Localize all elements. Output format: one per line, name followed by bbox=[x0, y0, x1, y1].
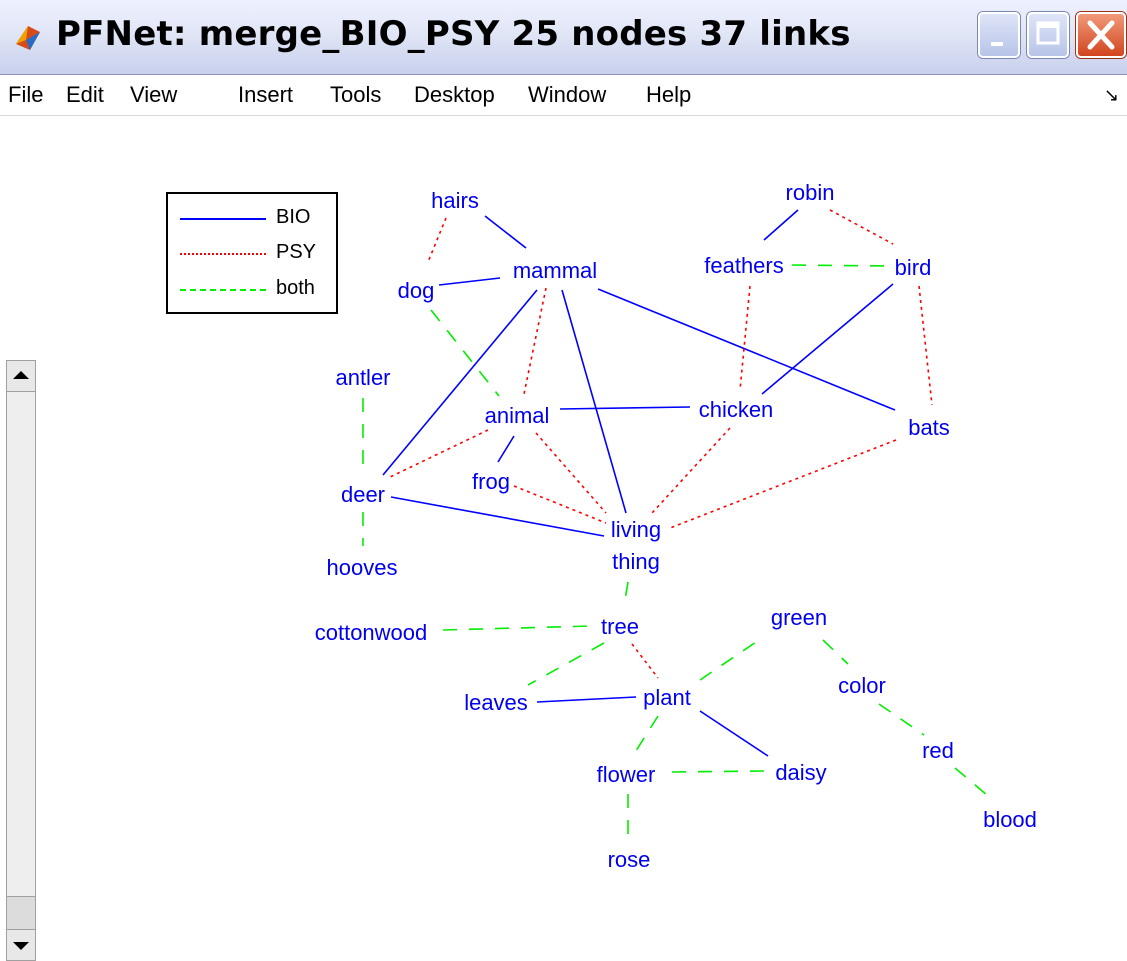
link-hairs-dog bbox=[427, 217, 447, 263]
legend-line-psy bbox=[180, 253, 266, 255]
maximize-icon bbox=[1036, 21, 1060, 45]
vertical-scrollbar[interactable] bbox=[6, 360, 36, 961]
link-animal-chicken bbox=[559, 406, 691, 410]
link-tree-plant bbox=[631, 643, 659, 679]
link-mammal-animal bbox=[523, 287, 547, 395]
link-chicken-living bbox=[651, 427, 731, 514]
menu-view[interactable]: View bbox=[130, 82, 178, 107]
link-leaves-plant bbox=[536, 696, 637, 703]
node-color[interactable]: color bbox=[838, 673, 886, 698]
node-thing[interactable]: thing bbox=[612, 549, 660, 574]
close-icon bbox=[1087, 20, 1115, 50]
node-dog[interactable]: dog bbox=[398, 278, 435, 303]
link-dog-mammal bbox=[438, 277, 501, 286]
minimize-button[interactable] bbox=[978, 12, 1020, 58]
node-chicken[interactable]: chicken bbox=[699, 397, 774, 422]
node-frog[interactable]: frog bbox=[472, 469, 510, 494]
link-bats-living bbox=[669, 439, 897, 529]
legend-label-both: both bbox=[276, 277, 315, 299]
link-flower-daisy bbox=[671, 770, 765, 773]
scroll-down-button[interactable] bbox=[7, 929, 35, 960]
scroll-thumb[interactable] bbox=[7, 896, 35, 930]
network-graph[interactable]: hairs mammal dog robin feathers bird antler ani… bbox=[0, 116, 1127, 961]
legend-label-bio: BIO bbox=[276, 206, 311, 228]
link-green-color bbox=[822, 639, 849, 665]
menu-bar: File Edit View Insert Tools Desktop Wind… bbox=[0, 75, 1127, 116]
legend-row-both: both bbox=[180, 277, 330, 303]
link-mammal-deer bbox=[382, 289, 538, 476]
dock-arrow-icon[interactable]: ↘ bbox=[1103, 85, 1119, 105]
node-green[interactable]: green bbox=[771, 605, 827, 630]
arrow-down-icon bbox=[13, 942, 29, 950]
link-feathers-chicken bbox=[739, 285, 751, 391]
node-tree[interactable]: tree bbox=[601, 614, 639, 639]
node-robin[interactable]: robin bbox=[786, 180, 835, 205]
link-plant-green bbox=[699, 637, 763, 681]
node-antler[interactable]: antler bbox=[335, 365, 390, 390]
node-feathers[interactable]: feathers bbox=[704, 253, 784, 278]
window-title: PFNet: merge_BIO_PSY 25 nodes 37 links bbox=[56, 14, 851, 54]
node-plant[interactable]: plant bbox=[643, 685, 691, 710]
link-bird-bats bbox=[918, 285, 933, 406]
menu-insert[interactable]: Insert bbox=[238, 82, 294, 107]
link-robin-feathers bbox=[763, 209, 799, 241]
link-animal-living bbox=[535, 432, 607, 514]
link-thing-tree bbox=[623, 581, 629, 607]
node-red[interactable]: red bbox=[922, 738, 954, 763]
link-animal-frog bbox=[497, 435, 515, 463]
link-dog-animal bbox=[430, 309, 500, 397]
link-bird-chicken bbox=[761, 283, 894, 395]
legend-line-both bbox=[180, 289, 266, 291]
legend-label-psy: PSY bbox=[276, 241, 317, 263]
node-daisy[interactable]: daisy bbox=[775, 760, 826, 785]
menu-file[interactable]: File bbox=[8, 82, 44, 107]
menu-desktop[interactable]: Desktop bbox=[414, 82, 495, 107]
link-deer-living bbox=[390, 496, 605, 537]
link-robin-bird bbox=[829, 209, 894, 245]
link-mammal-living bbox=[561, 289, 627, 514]
link-mammal-bats bbox=[597, 288, 896, 411]
legend[interactable]: BIO PSY both bbox=[166, 192, 338, 314]
matlab-logo-icon bbox=[16, 26, 40, 50]
menu-tools[interactable]: Tools bbox=[330, 82, 382, 107]
link-feathers-bird bbox=[791, 264, 891, 267]
node-blood[interactable]: blood bbox=[983, 807, 1037, 832]
node-hooves[interactable]: hooves bbox=[327, 555, 398, 580]
link-plant-daisy bbox=[699, 710, 769, 757]
minimize-icon bbox=[991, 42, 1003, 46]
link-cottonwood-tree bbox=[442, 625, 593, 631]
link-hairs-mammal bbox=[484, 215, 527, 249]
menu-help[interactable]: Help bbox=[646, 82, 692, 107]
link-tree-leaves bbox=[527, 642, 605, 686]
node-living[interactable]: living bbox=[611, 517, 661, 542]
node-flower[interactable]: flower bbox=[597, 762, 656, 787]
node-bats[interactable]: bats bbox=[908, 415, 950, 440]
node-mammal[interactable]: mammal bbox=[513, 258, 597, 283]
link-animal-deer bbox=[387, 429, 489, 479]
close-button[interactable] bbox=[1076, 12, 1126, 58]
arrow-up-icon bbox=[13, 371, 29, 379]
legend-row-bio: BIO bbox=[180, 206, 330, 232]
menu-window[interactable]: Window bbox=[528, 82, 607, 107]
node-cottonwood[interactable]: cottonwood bbox=[315, 620, 428, 645]
title-bar[interactable]: PFNet: merge_BIO_PSY 25 nodes 37 links bbox=[0, 0, 1127, 75]
node-rose[interactable]: rose bbox=[608, 847, 651, 872]
scroll-up-button[interactable] bbox=[7, 361, 35, 392]
node-leaves[interactable]: leaves bbox=[464, 690, 528, 715]
link-frog-living bbox=[513, 485, 607, 524]
link-plant-flower bbox=[633, 715, 659, 755]
menu-edit[interactable]: Edit bbox=[66, 82, 104, 107]
node-bird[interactable]: bird bbox=[895, 255, 932, 280]
link-color-red bbox=[878, 703, 925, 736]
legend-row-psy: PSY bbox=[180, 241, 330, 267]
node-deer[interactable]: deer bbox=[341, 482, 385, 507]
link-red-blood bbox=[954, 767, 995, 802]
node-animal[interactable]: animal bbox=[485, 403, 550, 428]
maximize-button[interactable] bbox=[1027, 12, 1069, 58]
node-hairs[interactable]: hairs bbox=[431, 188, 479, 213]
legend-line-bio bbox=[180, 218, 266, 220]
